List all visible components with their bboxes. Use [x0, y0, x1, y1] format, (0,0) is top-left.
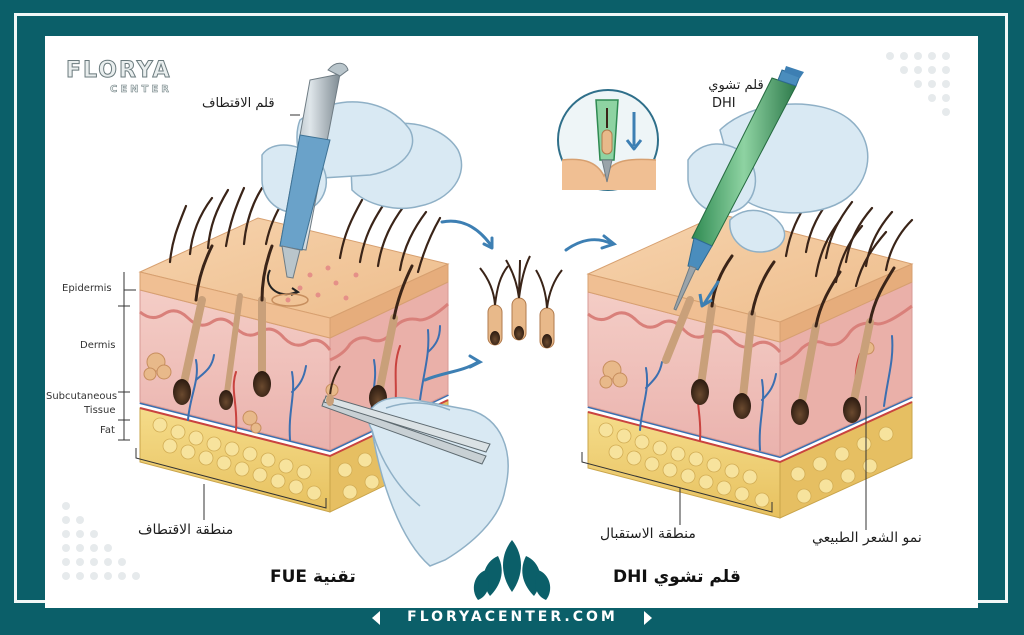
hair-graft-icon: [479, 255, 563, 349]
footer-website[interactable]: FLORYACENTER.COM: [407, 609, 618, 625]
recipient-area-label: منطقة الاستقبال: [600, 526, 696, 542]
dhi-implanter-pen-icon: [673, 66, 869, 311]
natural-growth-label: نمو الشعر الطبيعي: [812, 530, 922, 546]
fue-follicles: [173, 293, 398, 411]
brand-name: FLORYA: [66, 58, 172, 84]
hair-transplant-diagram: [62, 52, 950, 600]
dhi-inset-magnifier: [557, 89, 659, 191]
fue-title: تقنية FUE: [270, 567, 356, 587]
dhi-title: قلم تشوي DHI: [613, 567, 741, 587]
brand-logo: FLORYA CENTER: [66, 58, 186, 102]
decorative-dots: [62, 52, 950, 580]
tweezers-icon: [321, 365, 509, 567]
dhi-pen-label-line1: قلم تشوي: [708, 78, 764, 93]
curved-arrow-icon: [423, 219, 618, 382]
fue-punch-pen-icon: [261, 62, 463, 307]
dhi-skin-block: [586, 194, 914, 519]
layer-label-tissue: Tissue: [84, 405, 116, 416]
dhi-pen-label-line2: DHI: [712, 96, 736, 111]
layer-label-epidermis: Epidermis: [62, 283, 112, 294]
footer-right-arrow-icon: [644, 611, 652, 625]
donor-area-label: منطقة الاقتطاف: [138, 522, 234, 538]
layer-label-subcutaneous: Subcutaneous: [46, 391, 118, 402]
layer-label-fat: Fat: [100, 425, 115, 436]
footer-left-arrow-icon: [372, 611, 380, 625]
lotus-logo-icon: [473, 540, 551, 600]
extraction-pen-label: قلم الاقتطاف: [202, 96, 275, 111]
layer-label-dermis: Dermis: [80, 340, 116, 351]
brand-subtitle: CENTER: [110, 84, 172, 96]
leader-lines: [118, 114, 867, 530]
